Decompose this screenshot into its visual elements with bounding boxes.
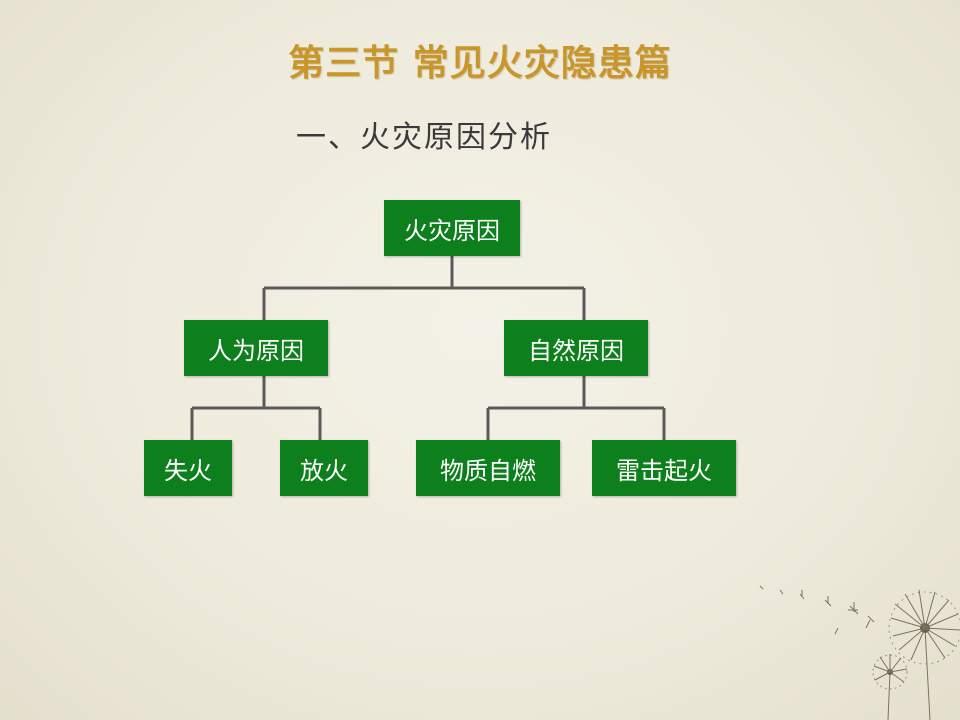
node-arson: 放火 <box>280 440 368 496</box>
dandelion-illustration <box>759 585 960 720</box>
slide-title: 第三节 常见火灾隐患篇 <box>288 42 672 84</box>
node-natural-causes: 自然原因 <box>504 320 648 376</box>
node-root: 火灾原因 <box>384 200 520 256</box>
node-accidental-fire: 失火 <box>144 440 232 496</box>
node-human-causes: 人为原因 <box>184 320 328 376</box>
node-lightning-fire: 雷击起火 <box>592 440 736 496</box>
node-spontaneous-combustion: 物质自燃 <box>416 440 560 496</box>
section-heading: 一、火灾原因分析 <box>296 120 552 155</box>
